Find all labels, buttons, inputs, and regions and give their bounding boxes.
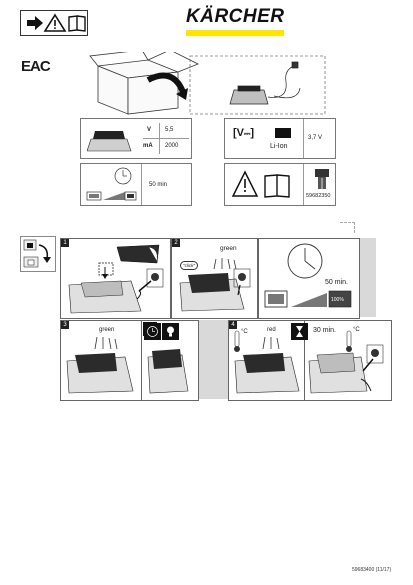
header-icons [27,13,86,32]
spec-cell-charge-time: 50 min [80,163,192,206]
warning-icon [43,13,67,32]
voltage-value: 5,5 [165,127,174,133]
spec-values: V 5,5 mA 2000 [143,123,189,154]
arrow-right-icon [27,16,43,30]
step-1-panel: 1 [60,238,171,319]
full-percent-label: 100% [331,297,344,303]
current-value: 2000 [165,143,179,149]
charging-status-icon [86,167,137,201]
red-label: red [267,327,276,333]
green-label-3: green [99,327,115,333]
clock-battery-illustration [264,243,352,308]
plug-icon [233,268,251,296]
step-3-illustration [66,336,134,394]
manual-icon [264,174,290,198]
step-2-panel: 2 green "click" [171,238,258,319]
manual-icon [68,15,86,32]
clock-icon [287,243,323,279]
plug-icon [136,268,164,300]
spare-part-icon [315,169,329,189]
battery-type: Li-Ion [270,143,288,150]
charger-icon [87,131,132,152]
cool-time-30: 30 min. [313,327,336,334]
plug-icon [360,344,384,392]
charge-time-50: 50 min. [325,279,348,286]
part-number: 59682350 [306,193,331,199]
step-3-number: 3 [61,321,69,329]
warning-icon [231,170,259,197]
step-2-illustration [179,258,251,312]
safety-icons [231,170,290,198]
voltage-unit: V [147,127,152,133]
current-unit: mA [143,143,153,149]
lamp-icon [167,326,174,337]
brand-logo: KÄRCHER [186,7,286,36]
click-label: "click" [180,261,198,270]
header-icon-box [20,10,88,36]
step-4-result-panel: 30 min. °C [304,320,392,401]
battery-insert-flow [23,239,51,268]
document-reference: 59683400 (11/17) [352,567,392,573]
unboxing-illustration [89,52,326,115]
eac-mark: EAC [21,58,51,75]
celsius-label-a: °C [241,329,248,335]
step-4-result-illustration [308,330,384,394]
step-4-illustration [234,330,300,394]
step-2-time-panel: 50 min. 100% [258,238,360,319]
celsius-label-b: °C [353,327,360,333]
thermometer-icon [234,330,240,352]
lamp-icon [213,258,237,270]
step-4-number: 4 [229,321,237,329]
battery-icon [275,128,291,138]
spec-cell-safety: 59682350 [224,163,336,206]
step-3-lamp-icon [162,323,179,340]
brand-name: KÄRCHER [186,6,285,27]
step-2-number: 2 [172,239,180,247]
step-3-panel: 3 green [60,320,142,401]
dc-voltage-symbol: [V⎓] [233,127,255,139]
clock-icon [114,167,132,185]
hourglass-icon [296,326,303,337]
page-corner-mark [340,222,355,233]
battery-voltage: 3,7 V [308,135,323,141]
charge-time-label: 50 min [149,182,168,188]
flow-icon-box [20,236,56,272]
hourglass-box [291,323,308,340]
step-row-1: 1 2 green "click" [60,238,376,319]
battery-icon [264,290,352,308]
spec-cell-battery: [V⎓] Li-Ion 3,7 V [224,118,336,159]
step-1-illustration [68,244,164,314]
step-3-clock-icon [144,323,161,340]
clock-icon [147,326,158,337]
thermometer-icon [346,330,352,352]
green-label: green [220,245,237,252]
step-row-2: 3 green 4 [60,320,392,401]
battery-icon [86,191,137,201]
step-1-number: 1 [61,239,69,247]
brand-stripe [186,30,284,36]
box-icon [89,52,199,115]
spec-cell-charger: V 5,5 mA 2000 [80,118,192,159]
charger-icon [229,61,301,105]
